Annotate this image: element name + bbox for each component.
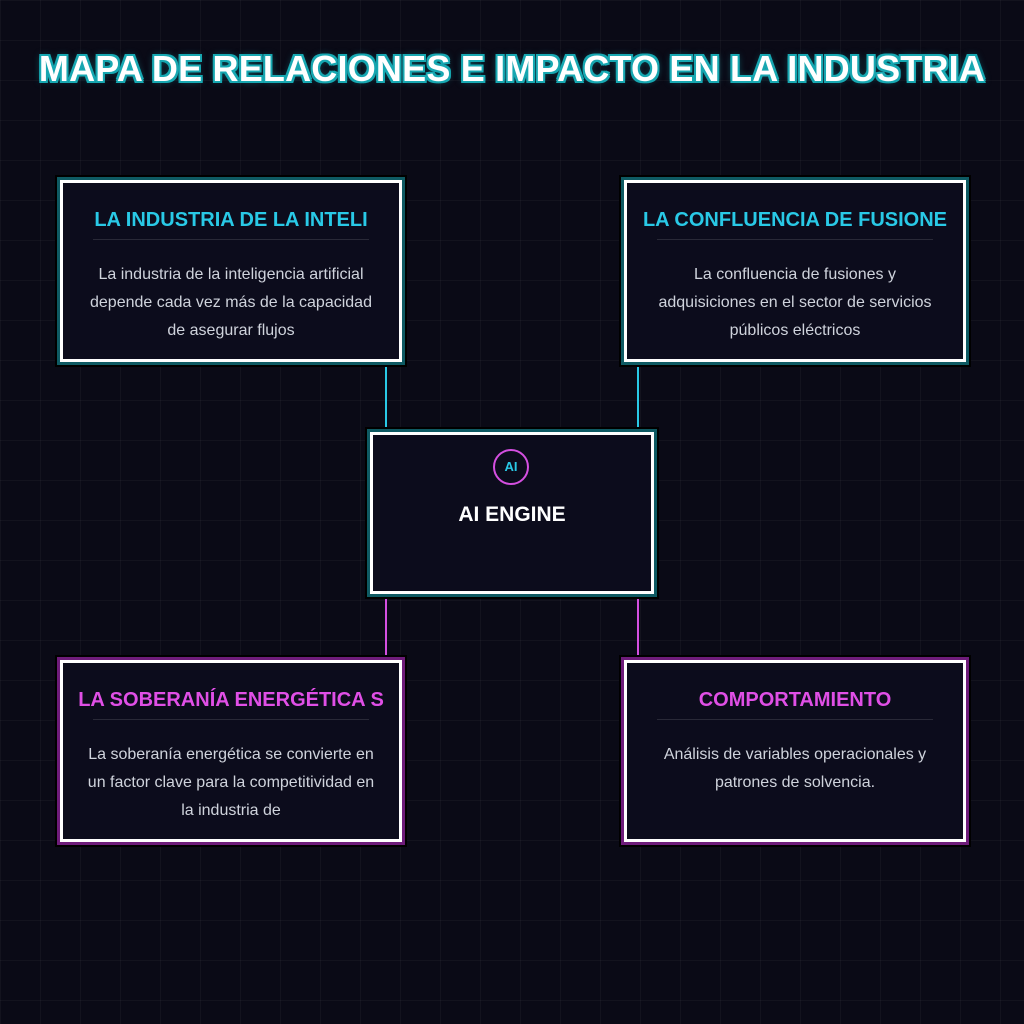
node-title: LA INDUSTRIA DE LA INTELI (94, 209, 368, 231)
ai-engine-label: AI ENGINE (458, 503, 566, 526)
node-title: LA SOBERANÍA ENERGÉTICA S (78, 689, 384, 711)
divider (93, 239, 369, 240)
node-description: Análisis de variables operacionales y pa… (663, 746, 927, 791)
node-description: La confluencia de fusiones y adquisicion… (658, 266, 932, 339)
node-card-industria-ia[interactable]: LA INDUSTRIA DE LA INTELI La industria d… (60, 180, 402, 362)
node-card-comportamiento[interactable]: COMPORTAMIENTO Análisis de variables ope… (624, 660, 966, 842)
ai-engine-node[interactable]: AI AI ENGINE (370, 432, 654, 594)
divider (657, 719, 933, 720)
node-description: La soberanía energética se convierte en … (87, 746, 375, 819)
node-card-confluencia-fusiones[interactable]: LA CONFLUENCIA DE FUSIONE La confluencia… (624, 180, 966, 362)
ai-badge-icon: AI (493, 449, 529, 485)
node-card-soberania-energetica[interactable]: LA SOBERANÍA ENERGÉTICA S La soberanía e… (60, 660, 402, 842)
divider (657, 239, 933, 240)
node-title: COMPORTAMIENTO (698, 689, 892, 711)
divider (93, 719, 369, 720)
page-title: MAPA DE RELACIONES E IMPACTO EN LA INDUS… (38, 48, 986, 89)
node-description: La industria de la inteligencia artifici… (90, 266, 372, 339)
node-title: LA CONFLUENCIA DE FUSIONE (642, 209, 948, 231)
